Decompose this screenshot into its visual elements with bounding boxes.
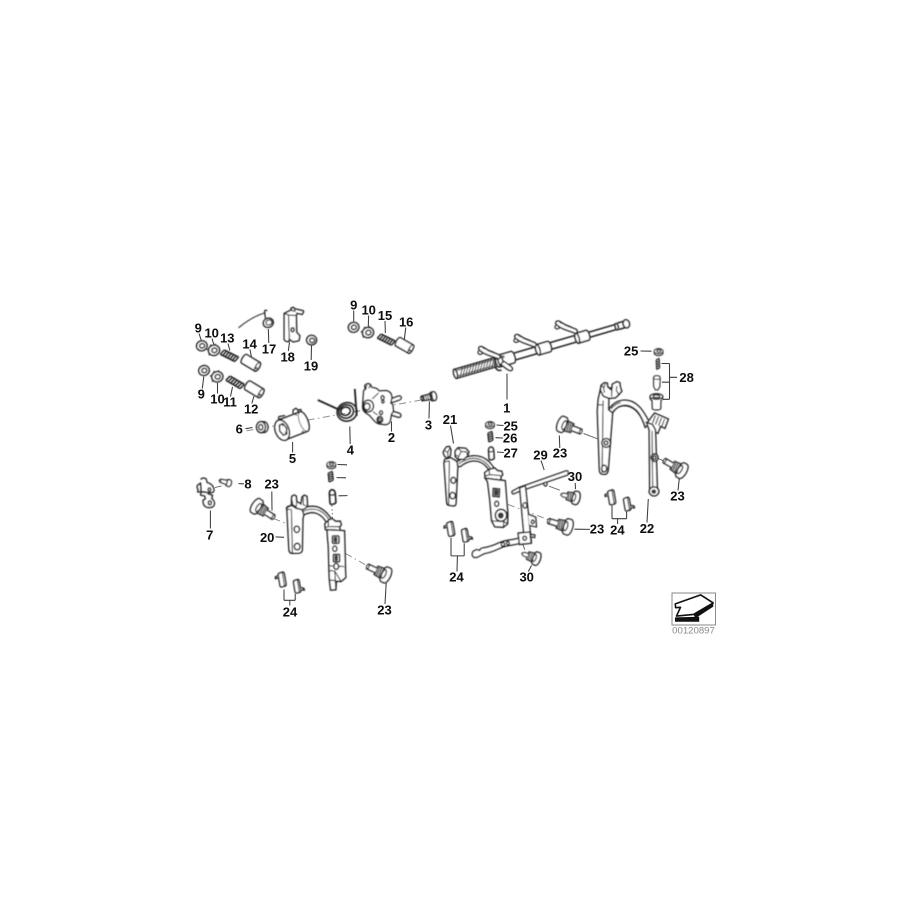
svg-text:25: 25 [503,419,517,434]
svg-text:10: 10 [210,392,224,407]
svg-text:9: 9 [198,387,205,402]
svg-text:23: 23 [670,489,684,504]
svg-text:24: 24 [610,522,625,537]
svg-text:24: 24 [283,605,298,620]
svg-text:10: 10 [361,303,375,318]
svg-text:9: 9 [350,298,357,313]
svg-text:23: 23 [590,522,604,537]
svg-text:22: 22 [640,521,654,536]
svg-text:30: 30 [519,569,533,584]
svg-text:1: 1 [503,401,510,416]
svg-text:19: 19 [304,359,318,374]
svg-text:21: 21 [443,412,457,427]
svg-text:28: 28 [679,370,693,385]
svg-text:12: 12 [244,402,258,417]
svg-text:00120897: 00120897 [672,626,715,637]
svg-text:2: 2 [388,430,395,445]
svg-text:29: 29 [533,447,547,462]
svg-text:14: 14 [242,337,257,352]
svg-text:13: 13 [220,331,234,346]
svg-text:8: 8 [244,477,251,492]
svg-text:17: 17 [262,342,276,357]
svg-text:26: 26 [503,431,517,446]
svg-text:5: 5 [289,451,296,466]
svg-text:15: 15 [378,308,392,323]
svg-text:30: 30 [568,469,582,484]
svg-text:4: 4 [347,443,355,458]
svg-text:18: 18 [280,350,294,365]
svg-text:20: 20 [260,530,274,545]
svg-text:27: 27 [503,446,517,461]
svg-text:9: 9 [195,321,202,336]
svg-text:23: 23 [264,476,278,491]
svg-text:23: 23 [553,446,567,461]
svg-text:25: 25 [624,344,638,359]
svg-text:7: 7 [206,528,213,543]
svg-text:16: 16 [399,315,413,330]
svg-text:10: 10 [204,326,218,341]
svg-text:3: 3 [425,418,432,433]
svg-text:11: 11 [223,395,237,410]
svg-text:6: 6 [236,422,243,437]
svg-text:24: 24 [449,569,464,584]
svg-text:23: 23 [377,603,391,618]
